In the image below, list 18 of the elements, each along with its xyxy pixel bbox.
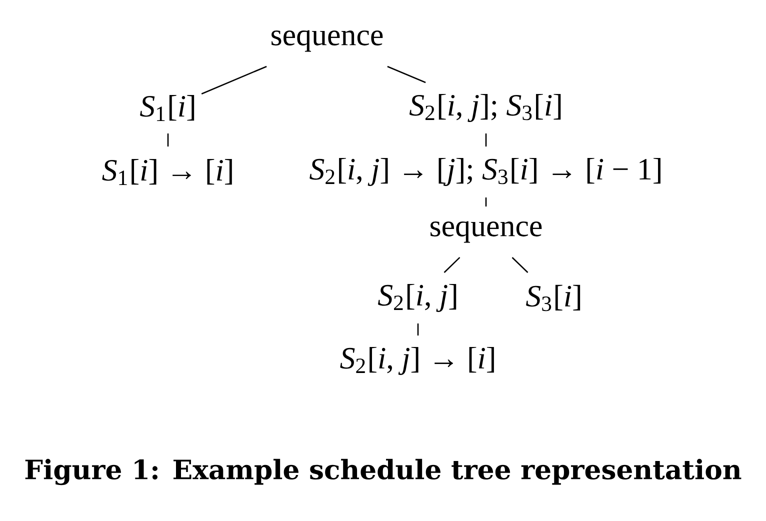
tree-edge <box>387 66 426 84</box>
node-label: S$_{2}$[i, j]; S$_{3}$[i] <box>409 94 561 122</box>
tree-edge <box>485 197 487 207</box>
node-label: S$_{1}$[i] <box>140 95 194 121</box>
tree-edge <box>167 133 169 147</box>
tree-edge <box>512 257 528 273</box>
node-label: S$_{3}$[i] <box>526 284 580 312</box>
tree-edge <box>485 133 487 147</box>
node-label: S$_{1}$[i] → [i] <box>102 159 232 185</box>
figure-caption: Figure 1: Example schedule tree representation <box>25 458 742 486</box>
tree-edge <box>417 323 419 336</box>
tree-edge <box>444 257 460 273</box>
node-label: S$_{2}$[i, j] → [j]; S$_{3}$[i] → [i − 1] <box>310 158 660 186</box>
tree-edge <box>201 66 267 94</box>
node-label: sequence <box>272 30 383 52</box>
node-label: sequence <box>430 221 542 243</box>
node-label: S$_{2}$[i, j] → [i] <box>340 346 494 375</box>
node-label: S$_{2}$[i, j] <box>378 284 456 312</box>
